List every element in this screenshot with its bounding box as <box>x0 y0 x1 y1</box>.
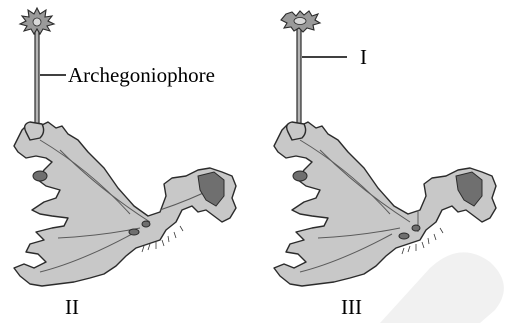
label-archegoniophore: Archegoniophore <box>68 63 215 87</box>
thallus-left <box>14 122 236 286</box>
pore-right-2 <box>412 225 420 231</box>
plant-left <box>14 8 236 286</box>
label-structure-i: I <box>360 45 367 69</box>
pore-left-2 <box>142 221 150 227</box>
caption-ii: II <box>65 295 79 319</box>
stalk-left <box>35 26 39 130</box>
plant-right <box>274 11 496 286</box>
stalk-right <box>297 26 301 130</box>
pore-right-1 <box>399 233 409 239</box>
disc-center-left <box>33 18 41 26</box>
background-watermark <box>380 252 504 323</box>
pore-left-1 <box>129 229 139 235</box>
notch-left-1 <box>33 171 47 181</box>
caption-iii: III <box>341 295 362 319</box>
disc-center-right <box>294 18 306 25</box>
notch-right-1 <box>293 171 307 181</box>
